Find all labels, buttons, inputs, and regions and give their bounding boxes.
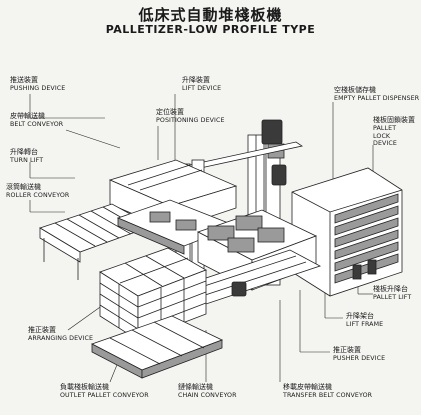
label-chain-conveyor-en: CHAIN CONVEYOR [178,391,237,399]
label-transfer-belt-conveyor: 移載皮帶輸送機 TRANSFER BELT CONVEYOR [283,383,372,400]
label-pallet-lock-device-cn: 棧板固鎖裝置 [373,116,415,124]
label-transfer-belt-conveyor-cn: 移載皮帶輸送機 [283,383,332,391]
title-chinese: 低床式自動堆棧板機 [138,6,283,24]
label-pallet-lift-en: PALLET LIFT [373,293,412,301]
label-pusher-device: 推正裝置 PUSHER DEVICE [333,346,385,363]
label-pushing-device-en: PUSHING DEVICE [10,84,66,92]
label-pusher-device-en: PUSHER DEVICE [333,354,386,362]
label-roller-conveyor: 滾筒輸送機 ROLLER CONVEYOR [6,183,69,200]
label-lift-frame-cn: 升降架台 [346,312,374,320]
label-positioning-device: 定位裝置 POSITIONING DEVICE [156,108,225,125]
outlet-pallet-conveyor [90,315,224,379]
label-lift-frame: 升降架台 LIFT FRAME [346,312,383,329]
label-outlet-pallet-conveyor-en: OUTLET PALLET CONVEYOR [60,391,149,399]
label-roller-conveyor-cn: 滾筒輸送機 [6,183,41,191]
label-turn-lift: 升降轉台 TURN LIFT [10,148,43,165]
label-belt-conveyor: 皮帶輸送機 BELT CONVEYOR [10,112,63,129]
label-pushing-device-cn: 推送裝置 [10,76,38,84]
label-empty-pallet-dispenser-en: EMPTY PALLET DISPENSER [334,94,420,102]
label-arranging-device-en: ARRANGING DEVICE [28,334,94,342]
label-pushing-device: 推送裝置 PUSHING DEVICE [10,76,65,93]
label-empty-pallet-dispenser-cn: 空棧板儲存機 [334,86,376,94]
label-turn-lift-cn: 升降轉台 [10,148,38,156]
label-chain-conveyor-cn: 鏈條輸送機 [178,383,213,391]
label-lift-device-cn: 升降裝置 [182,76,210,84]
stacked-empty-pallets [334,193,399,284]
label-pallet-lift: 棧板升降台 PALLET LIFT [373,285,411,302]
label-outlet-pallet-conveyor: 負載棧板輸送機 OUTLET PALLET CONVEYOR [60,383,149,400]
label-transfer-belt-conveyor-en: TRANSFER BELT CONVEYOR [283,391,373,399]
label-outlet-pallet-conveyor-cn: 負載棧板輸送機 [60,383,109,391]
label-belt-conveyor-cn: 皮帶輸送機 [10,112,45,120]
label-pallet-lock-device: 棧板固鎖裝置 PALLET LOCK DEVICE [373,116,415,148]
label-pusher-device-cn: 推正裝置 [333,346,361,354]
label-turn-lift-en: TURN LIFT [10,156,44,164]
label-lift-device-en: LIFT DEVICE [182,84,222,92]
label-arranging-device-cn: 推正裝置 [28,326,56,334]
label-empty-pallet-dispenser: 空棧板儲存機 EMPTY PALLET DISPENSER [334,86,419,103]
empty-pallet-dispenser-cage [291,167,403,297]
label-pallet-lock-device-en: PALLET LOCK DEVICE [373,124,397,148]
label-chain-conveyor: 鏈條輸送機 CHAIN CONVEYOR [178,383,237,400]
title-english: PALLETIZER-LOW PROFILE TYPE [105,23,316,36]
label-arranging-device: 推正裝置 ARRANGING DEVICE [28,326,93,343]
label-belt-conveyor-en: BELT CONVEYOR [10,120,64,128]
label-lift-device: 升降裝置 LIFT DEVICE [182,76,221,93]
label-roller-conveyor-en: ROLLER CONVEYOR [6,191,70,199]
label-positioning-device-en: POSITIONING DEVICE [156,116,225,124]
label-positioning-device-cn: 定位裝置 [156,108,184,116]
label-lift-frame-en: LIFT FRAME [346,320,384,328]
label-pallet-lift-cn: 棧板升降台 [373,285,408,293]
